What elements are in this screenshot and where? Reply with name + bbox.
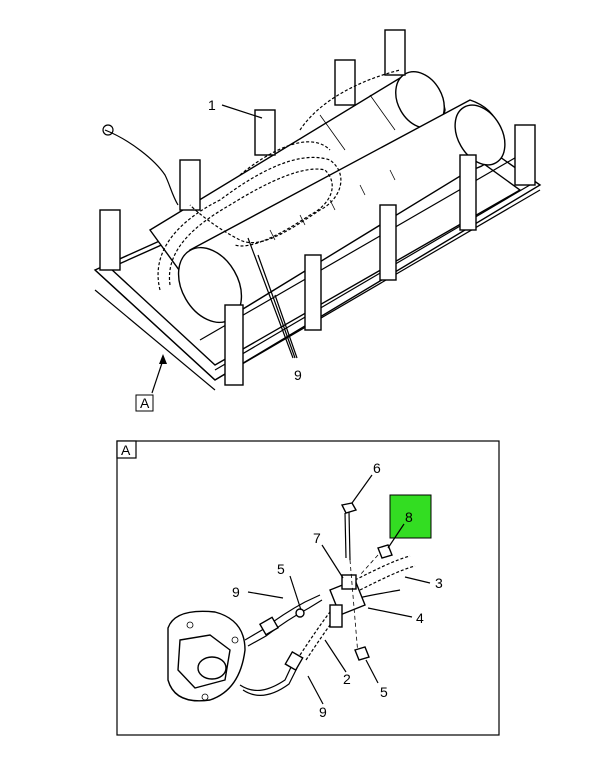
callout-8: 8 bbox=[405, 509, 413, 525]
callout-9-top: 9 bbox=[294, 367, 302, 383]
hose-fitting bbox=[258, 616, 280, 636]
callout-9-bottom: 9 bbox=[319, 704, 327, 720]
callout-3: 3 bbox=[435, 575, 443, 591]
tank-frame-assembly bbox=[93, 29, 542, 391]
clip-bracket bbox=[329, 574, 366, 628]
detail-a-tab bbox=[116, 440, 137, 459]
harness-2 bbox=[299, 611, 331, 656]
ring-terminal bbox=[102, 124, 114, 136]
nut-5-bottom bbox=[354, 646, 370, 661]
callout-7: 7 bbox=[313, 530, 321, 546]
hose-9-upper bbox=[244, 594, 321, 641]
ground-cable bbox=[104, 129, 179, 206]
highlight-box-8[interactable] bbox=[389, 494, 432, 539]
mount-brackets bbox=[99, 29, 536, 386]
callout-9-left: 9 bbox=[232, 584, 240, 600]
view-a-ref: A bbox=[140, 395, 150, 411]
view-a-box bbox=[135, 394, 154, 412]
callout-4: 4 bbox=[416, 610, 424, 626]
callout-2: 2 bbox=[343, 671, 351, 687]
detail-a-label: A bbox=[121, 442, 131, 458]
fuel-sending-unit bbox=[167, 610, 246, 702]
harness-3 bbox=[354, 555, 411, 581]
callout-5-bottom: 5 bbox=[380, 684, 388, 700]
callout-5-left: 5 bbox=[277, 561, 285, 577]
nut-5-left bbox=[295, 608, 305, 618]
front-tank bbox=[177, 99, 506, 324]
hose-9-lower bbox=[239, 664, 293, 692]
callout-1: 1 bbox=[208, 97, 216, 113]
callout-6: 6 bbox=[373, 460, 381, 476]
bolt-6 bbox=[340, 502, 358, 561]
wiring-harness bbox=[157, 69, 401, 291]
